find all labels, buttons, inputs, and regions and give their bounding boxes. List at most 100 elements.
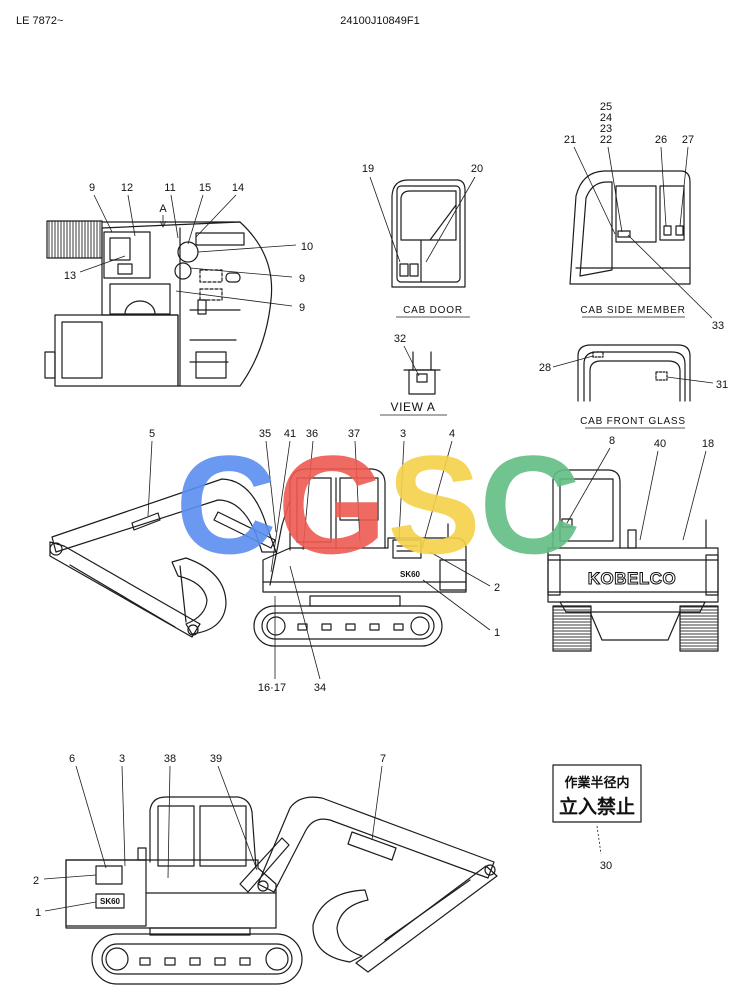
swivel-base bbox=[309, 595, 401, 607]
leader-line bbox=[195, 194, 237, 238]
leader-line bbox=[44, 901, 97, 912]
callout: 32 bbox=[394, 333, 406, 345]
callout: 33 bbox=[712, 320, 724, 332]
boom-tip-pin bbox=[484, 864, 496, 876]
upper-structure-outline bbox=[101, 221, 273, 387]
leader-line bbox=[369, 176, 401, 263]
side-panel-lines bbox=[189, 309, 241, 363]
decal-1 bbox=[95, 893, 125, 909]
roller bbox=[189, 957, 201, 966]
roller bbox=[239, 957, 251, 966]
leader-line bbox=[429, 551, 491, 587]
slot bbox=[225, 272, 241, 283]
callout: 39 bbox=[210, 753, 222, 765]
side-view-left: SK60 5 35 41 36 37 3 4 2 1 16·17 34 bbox=[49, 428, 500, 694]
cab-side-member-view: 25 24 23 22 21 26 27 33 CAB SIDE MEMBER bbox=[564, 101, 724, 332]
roller bbox=[214, 957, 226, 966]
leader-line bbox=[43, 874, 97, 880]
right-track bbox=[679, 605, 719, 652]
decal-8 bbox=[561, 518, 573, 528]
boom bbox=[51, 478, 277, 553]
leader-line bbox=[566, 447, 611, 524]
cab-front-glass-drawing bbox=[577, 344, 691, 402]
roller bbox=[393, 623, 404, 631]
cab-side-member-label: CAB SIDE MEMBER bbox=[580, 305, 685, 316]
plate bbox=[408, 369, 436, 395]
watermark-letter: C bbox=[175, 426, 276, 583]
door-inner-frame bbox=[396, 185, 461, 283]
bucket-edge bbox=[179, 565, 187, 623]
rear-view: KOBELCO 8 40 18 bbox=[547, 435, 719, 652]
decal-32 bbox=[416, 373, 428, 383]
callout: 40 bbox=[654, 438, 666, 450]
boom bbox=[257, 796, 495, 893]
leader-line bbox=[596, 825, 602, 855]
warning-sign-line-2: 立入禁止 bbox=[559, 795, 635, 818]
swivel-box bbox=[109, 283, 171, 315]
idler bbox=[105, 947, 129, 971]
tank-cap-lower bbox=[174, 262, 192, 280]
leader-line bbox=[679, 146, 689, 227]
boom-cylinder bbox=[213, 511, 276, 549]
decal-31 bbox=[655, 371, 668, 381]
callout: 20 bbox=[471, 163, 483, 175]
warning-sign-line-1: 作業半径内 bbox=[564, 775, 629, 791]
boom-tip-pin bbox=[49, 542, 63, 556]
leader-line bbox=[93, 194, 113, 233]
callout: 9 bbox=[299, 273, 305, 285]
warning-sign: 作業半径内 立入禁止 30 bbox=[552, 764, 642, 872]
boom-decal-7 bbox=[347, 831, 397, 861]
callout: 6 bbox=[69, 753, 75, 765]
serial-range: LE 7872~ bbox=[16, 15, 63, 27]
leader-line bbox=[552, 355, 594, 368]
cab-door-window bbox=[199, 805, 247, 867]
cab-front-glass-view: 28 31 CAB FRONT GLASS bbox=[539, 344, 728, 429]
callout: 11 bbox=[164, 182, 175, 194]
door-window bbox=[400, 190, 457, 241]
leader-line bbox=[270, 440, 291, 573]
watermark: C G S C bbox=[175, 426, 580, 583]
decal-26 bbox=[663, 225, 672, 236]
callout: 21 bbox=[564, 134, 576, 146]
leader-line bbox=[147, 440, 153, 517]
cab-front-glass-label: CAB FRONT GLASS bbox=[580, 416, 686, 427]
callout: 2 bbox=[494, 582, 500, 594]
bucket bbox=[171, 557, 227, 635]
side-view-right-drawing bbox=[65, 796, 498, 985]
watermark-letter: G bbox=[278, 426, 387, 583]
rear-window bbox=[659, 185, 685, 241]
roller bbox=[345, 623, 356, 631]
leader-line bbox=[425, 176, 476, 263]
roller bbox=[369, 623, 380, 631]
counterweight bbox=[439, 559, 467, 591]
boom-decal-5 bbox=[131, 512, 161, 531]
callout: 14 bbox=[232, 182, 244, 194]
callout: 34 bbox=[314, 682, 326, 694]
roller bbox=[321, 623, 332, 631]
model-decal: SK60 bbox=[400, 570, 421, 579]
callout: 5 bbox=[149, 428, 155, 440]
side-panel bbox=[195, 351, 227, 379]
cab-rear-window bbox=[157, 805, 195, 867]
leader-line bbox=[175, 290, 293, 307]
leader-line bbox=[121, 765, 126, 867]
callout: 30 bbox=[600, 860, 612, 872]
callout: 35 bbox=[259, 428, 271, 440]
hidden-panel-upper bbox=[199, 269, 223, 283]
callout: 10 bbox=[301, 241, 313, 253]
boom-foot-pin bbox=[257, 880, 269, 892]
leader-line bbox=[573, 146, 616, 235]
leader-line bbox=[79, 255, 126, 273]
arm-cylinder bbox=[69, 564, 176, 628]
decal-22-25 bbox=[617, 230, 631, 238]
left-track bbox=[552, 605, 592, 652]
arm-cylinder bbox=[384, 879, 471, 941]
leader-line bbox=[354, 440, 361, 543]
track-hatched bbox=[46, 220, 103, 259]
leader-line bbox=[187, 194, 204, 245]
callout: 3 bbox=[119, 753, 125, 765]
view-marker: A bbox=[159, 203, 167, 215]
callout: 36 bbox=[306, 428, 318, 440]
callout: 8 bbox=[609, 435, 615, 447]
glass-frame-mid bbox=[583, 351, 686, 402]
